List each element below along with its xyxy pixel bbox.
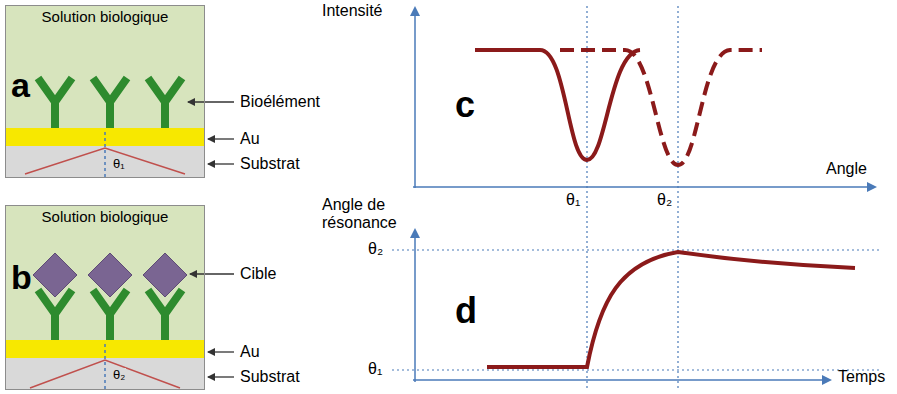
panel-heading: Solution biologique: [6, 208, 204, 225]
panel-letter: a: [11, 66, 30, 105]
tick-label: θ₂: [368, 240, 383, 258]
part-label: Au: [240, 343, 260, 361]
part-label: Cible: [240, 265, 276, 283]
tick-label: θ₁: [368, 360, 382, 378]
panel-letter: d: [455, 290, 477, 331]
panel-letter: c: [455, 84, 475, 125]
angle-label: θ₁: [112, 157, 126, 172]
panel-heading: Solution biologique: [6, 8, 204, 25]
axis-title: Intensité: [322, 2, 382, 20]
part-label: Substrat: [240, 368, 300, 386]
angle-label: θ₂: [112, 368, 126, 383]
axis-title: Temps: [838, 368, 885, 386]
tick-label: θ₂: [657, 191, 672, 209]
part-label: Bioélément: [240, 93, 320, 111]
axis-title: Angle: [826, 160, 867, 178]
sample-panel: Solution biologique a: [5, 5, 205, 178]
part-label: Substrat: [240, 155, 300, 173]
part-label: Au: [240, 130, 260, 148]
sample-panel: Solution biologique b: [5, 205, 205, 390]
tick-label: θ₁: [566, 191, 580, 209]
panel-letter: b: [11, 258, 32, 297]
axis-title: Angle de résonance: [322, 196, 412, 233]
